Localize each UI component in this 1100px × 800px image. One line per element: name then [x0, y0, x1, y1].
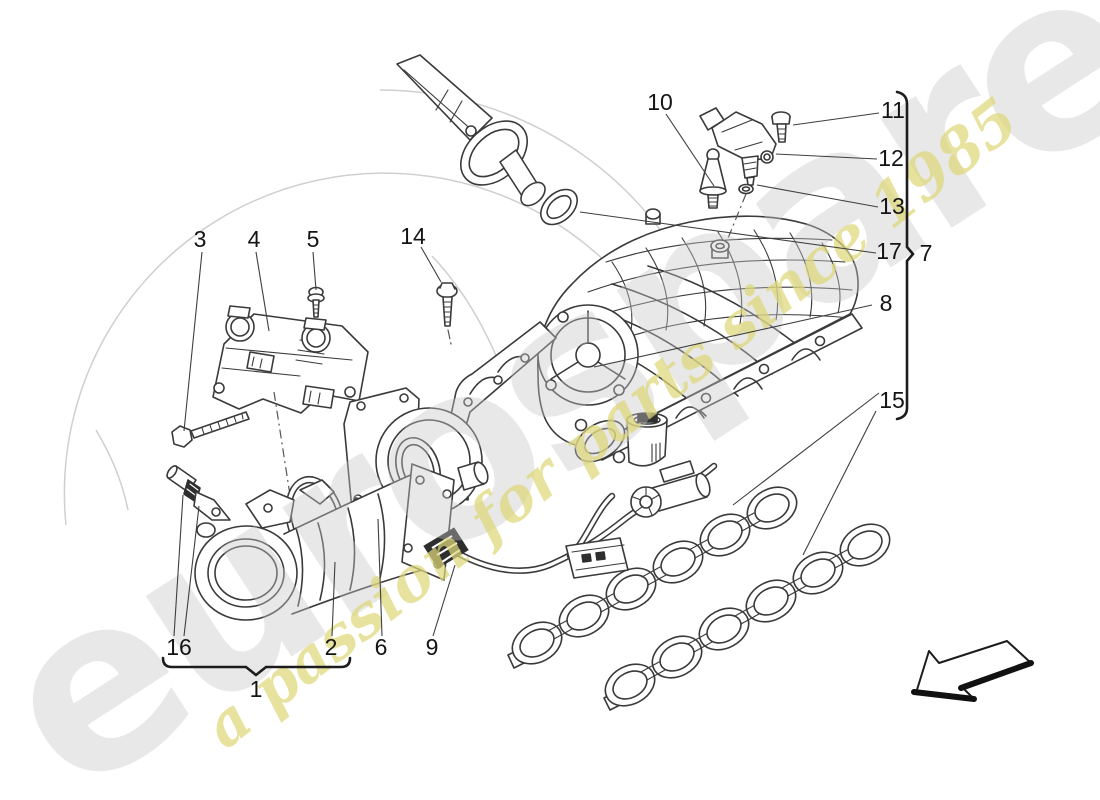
- leader-8: [593, 304, 873, 368]
- leader-6: [377, 518, 383, 637]
- leader-14: [420, 246, 442, 283]
- leader-3: [183, 251, 203, 432]
- manifold-gasket-a: [504, 478, 805, 673]
- leader-5: [312, 251, 317, 291]
- part-label-7: 7: [920, 240, 933, 266]
- direction-arrow: [911, 640, 1034, 702]
- part-label-4: 4: [248, 226, 261, 252]
- part-label-8: 8: [880, 290, 893, 316]
- vacuum-flange: [574, 418, 626, 464]
- harness-connector: [423, 527, 469, 569]
- part-label-13: 13: [879, 193, 905, 219]
- part-label-5: 5: [307, 226, 320, 252]
- wiring-harness: [423, 460, 718, 579]
- leader-15b: [802, 410, 877, 556]
- leader-lines: [173, 112, 880, 637]
- part-label-15: 15: [879, 387, 905, 413]
- part-label-17: 17: [876, 238, 902, 264]
- part-label-9: 9: [426, 634, 439, 660]
- part-label-16: 16: [166, 634, 192, 660]
- purge-pump: [630, 460, 711, 518]
- bracket-bolt-long: [171, 411, 250, 448]
- temp-sensor: [166, 465, 231, 521]
- part-label-12: 12: [878, 145, 904, 171]
- plenum-rib-grid: [587, 229, 853, 343]
- leader-15a: [732, 392, 880, 506]
- leader-4: [255, 251, 270, 332]
- throttle-body-main: [194, 463, 455, 621]
- part-label-1: 1: [250, 676, 263, 702]
- callout-numbers: 1 2 3 4 5 6 7 8 9 10 11 12 13 14 15 16 1…: [166, 89, 932, 702]
- sensor-washer: [738, 183, 754, 195]
- leader-9: [432, 564, 456, 637]
- leader-13: [756, 184, 879, 208]
- bracket-screw: [307, 286, 325, 318]
- leader-10: [665, 113, 715, 187]
- part-label-6: 6: [375, 634, 388, 660]
- group-bracket-7: [895, 90, 915, 421]
- manifold-gasket-b: [597, 515, 898, 715]
- leader-16a: [173, 494, 184, 637]
- part-label-14: 14: [400, 223, 426, 249]
- part-label-2: 2: [325, 634, 338, 660]
- leader-2: [331, 561, 336, 637]
- intake-manifold: [445, 208, 863, 501]
- purge-valve-socket: [626, 412, 668, 467]
- leader-12: [775, 153, 878, 160]
- part-label-10: 10: [647, 89, 673, 115]
- manifold-bolt: [436, 282, 458, 345]
- duct-o-ring-gasket: [539, 188, 579, 226]
- leader-17: [579, 211, 877, 254]
- leader-16b: [183, 505, 200, 637]
- part-label-3: 3: [194, 226, 207, 252]
- part-label-11: 11: [881, 97, 905, 123]
- air-duct-tube: [396, 54, 546, 207]
- map-sensor: [699, 107, 777, 186]
- sensor-screw: [771, 111, 791, 143]
- rubber-stem: [699, 148, 727, 209]
- leader-11: [792, 112, 880, 126]
- throttle-mount-flange: [537, 304, 639, 406]
- group-bracket-1: [161, 656, 352, 677]
- assembly-axis-throttle: [273, 391, 298, 541]
